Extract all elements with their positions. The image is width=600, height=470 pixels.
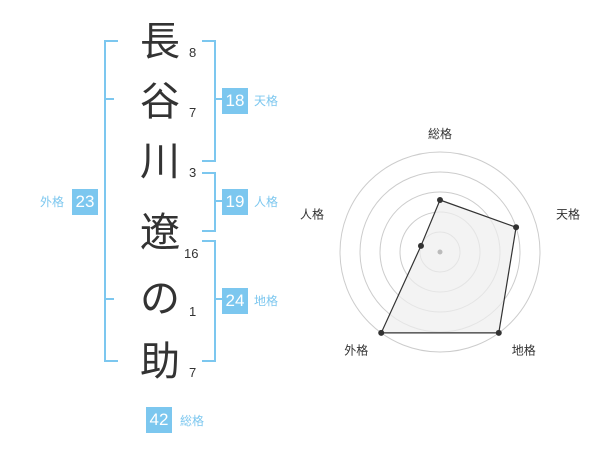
radar-axis-label-5: 人格 [300,206,324,221]
name-char-6: 助 [140,339,180,385]
tenkaku-bracket [202,40,216,162]
stroke-count-1: 8 [189,45,197,60]
name-char-2: 谷 [140,79,180,125]
stroke-count-2: 7 [189,105,197,120]
radar-grid-ring [339,151,541,353]
soukaku-label: 総格 [180,414,205,428]
tenkaku-label: 天格 [254,94,279,108]
name-char-1: 長 [140,19,180,65]
radar-point-1 [437,197,443,203]
stroke-count-5: 1 [189,304,197,319]
radar-center-point [437,249,443,255]
gaikaku-bracket [104,40,118,362]
radar-point-3 [495,329,502,336]
radar-point-2 [513,224,520,231]
radar-point-4 [378,329,385,336]
radar-axis-label-2: 天格 [556,206,580,221]
radar-point-5 [417,242,424,249]
tenkaku-value-badge: 18 [222,88,248,114]
chikaku-bracket [202,240,216,362]
chikaku-label: 地格 [254,294,279,308]
chikaku-value-badge: 24 [222,288,248,314]
name-char-5: の [140,276,180,322]
radar-axis-label-3: 地格 [512,343,536,358]
stroke-count-6: 7 [189,365,197,380]
name-char-4: 遼 [140,210,180,256]
radar-axis-label-4: 外格 [344,343,368,358]
jinkaku-bracket [202,172,216,232]
gaikaku-value-badge: 23 [72,189,98,215]
jinkaku-value-badge: 19 [222,189,248,215]
bracket-tick [104,98,114,100]
bracket-tick [214,200,224,202]
bracket-tick [214,98,224,100]
radar-series-area [380,199,517,334]
bracket-tick [214,298,224,300]
gaikaku-label: 外格 [40,195,65,209]
radar-axis-label-1: 総格 [428,126,452,141]
bracket-tick [104,298,114,300]
jinkaku-label: 人格 [254,195,279,209]
name-char-3: 川 [140,139,180,185]
stroke-count-4: 16 [184,246,199,261]
soukaku-value-badge: 42 [146,407,172,433]
stroke-count-3: 3 [189,165,197,180]
